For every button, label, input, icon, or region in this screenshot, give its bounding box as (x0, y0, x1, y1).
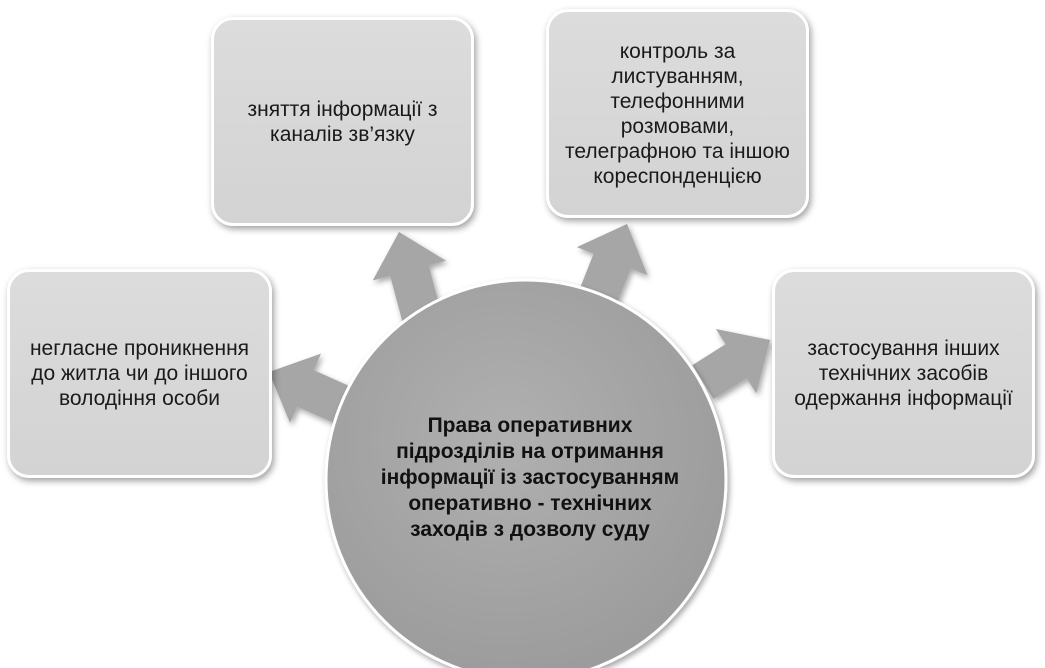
node-right-label: застосування інших технічних засобів оде… (794, 337, 1013, 410)
node-top-right: контроль за листуванням, телефонними роз… (546, 9, 809, 218)
node-top-right-label: контроль за листуванням, телефонними роз… (565, 39, 790, 188)
node-top-left: зняття інформації з каналів зв’язку (211, 17, 474, 226)
node-right: застосування інших технічних засобів оде… (772, 269, 1035, 478)
arrow-to-left (269, 353, 354, 425)
arrow-to-top-right (576, 224, 648, 310)
node-left-label: негласне проникнення до житла чи до іншо… (29, 337, 250, 410)
center-circle (324, 278, 728, 668)
arrow-to-right (692, 329, 770, 399)
node-left: негласне проникнення до житла чи до іншо… (7, 269, 272, 478)
node-top-left-label: зняття інформації з каналів зв’язку (247, 97, 438, 146)
center-label: Права оперативних підрозділів на отриман… (380, 413, 680, 541)
